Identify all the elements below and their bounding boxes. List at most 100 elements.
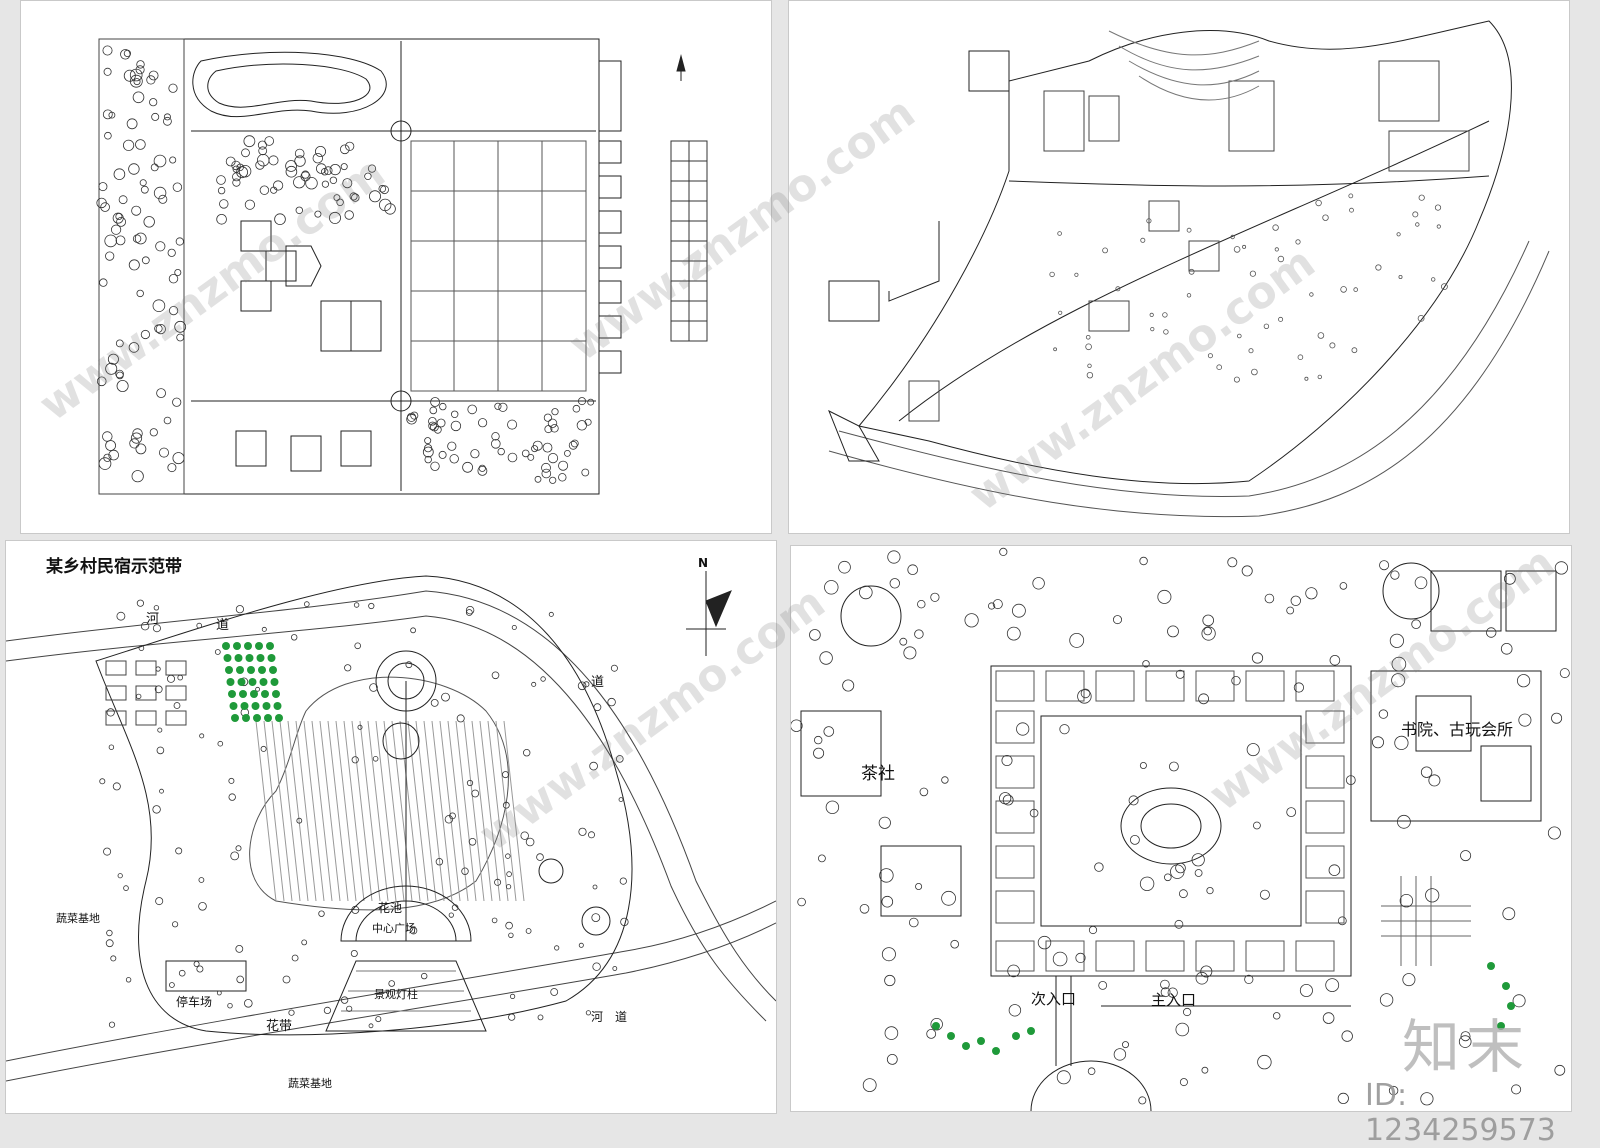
tree-symbol — [107, 353, 119, 365]
house-plot — [1245, 670, 1285, 702]
tree-symbol — [610, 664, 618, 672]
tree-symbol — [1244, 974, 1254, 984]
tree-symbol — [384, 203, 396, 215]
tree-symbol — [1272, 224, 1279, 231]
tree-symbol — [108, 744, 115, 750]
tree-symbol — [177, 674, 184, 681]
tree-symbol — [406, 413, 417, 425]
tree-symbol — [175, 847, 183, 855]
tree-symbol — [131, 205, 142, 216]
green-tree — [222, 642, 230, 650]
tree-symbol — [115, 339, 124, 348]
tree-symbol — [1160, 987, 1171, 998]
green-shrub — [992, 1047, 1000, 1055]
field-hatch-line — [375, 720, 397, 902]
tree-symbol — [291, 954, 299, 962]
tree-symbol — [584, 418, 592, 426]
tree-symbol — [102, 109, 113, 120]
field-hatch-line — [359, 720, 381, 902]
green-tree — [242, 714, 250, 722]
tree-symbol — [494, 402, 502, 410]
tree-symbol — [615, 755, 624, 763]
tree-symbol — [1428, 774, 1441, 787]
tree-symbol — [591, 913, 601, 923]
tree-symbol — [138, 645, 145, 651]
tree-symbol — [235, 845, 242, 852]
tree-symbol — [1139, 556, 1148, 566]
tree-symbol — [134, 232, 147, 245]
field-hatch-line — [303, 720, 325, 902]
tree-symbol — [173, 702, 181, 709]
tree-symbol — [470, 449, 480, 459]
tree-symbol — [351, 193, 360, 202]
green-shrub — [932, 1022, 940, 1030]
tree-symbol — [155, 666, 161, 672]
tree-symbol — [323, 166, 333, 175]
tree-symbol — [1504, 572, 1516, 585]
tree-symbol — [1175, 862, 1186, 874]
tree-symbol — [465, 609, 473, 616]
field-hatch-line — [415, 720, 437, 902]
tree-symbol — [1002, 794, 1014, 806]
tree-symbol — [1001, 754, 1013, 766]
green-tree — [245, 654, 254, 662]
tree-symbol — [619, 877, 627, 885]
tree-symbol — [548, 611, 554, 617]
field-hatch-line — [263, 720, 285, 902]
tree-symbol — [128, 163, 140, 175]
tree-symbol — [321, 180, 329, 188]
tree-symbol — [550, 988, 559, 996]
green-shrub — [1507, 1002, 1515, 1010]
tree-symbol — [547, 418, 558, 429]
tree-symbol — [1274, 247, 1279, 252]
tree-symbol — [156, 746, 165, 755]
tree-symbol — [105, 251, 115, 261]
house-plot — [1195, 940, 1235, 972]
green-shrubs — [932, 962, 1515, 1055]
tree-symbol — [158, 447, 169, 458]
tree-symbol — [881, 947, 896, 962]
tree-symbol — [1502, 907, 1516, 921]
tree-symbol — [300, 171, 311, 182]
forest-strip — [98, 38, 185, 495]
tree-symbol — [168, 83, 178, 93]
tree-symbol — [285, 160, 298, 172]
tree-symbol — [105, 362, 118, 375]
tree-symbol — [350, 949, 358, 957]
house-plot — [1145, 940, 1185, 972]
tree-symbol — [1150, 326, 1155, 332]
green-tree — [240, 702, 249, 710]
tree-symbol — [155, 241, 166, 252]
tree-symbol — [424, 455, 432, 464]
tree-symbol — [1315, 199, 1322, 207]
tree-symbol — [368, 602, 375, 610]
tree-symbol — [1351, 347, 1358, 354]
tree-symbol — [537, 1014, 544, 1021]
tree-symbol — [424, 437, 432, 445]
tree-symbol — [1411, 619, 1421, 629]
plan-b-drawing — [828, 20, 1550, 518]
tree-cluster-a — [96, 45, 595, 484]
tree-symbol — [1460, 1031, 1471, 1042]
house-plot — [995, 710, 1035, 744]
tree-symbol — [268, 155, 279, 166]
tree-symbol — [113, 168, 126, 181]
tree-symbol — [448, 912, 454, 918]
tree-symbol — [1512, 994, 1526, 1008]
tree-symbol — [1391, 656, 1407, 672]
tree-symbol — [819, 651, 833, 665]
tree-symbol — [1353, 287, 1358, 292]
tree-symbol — [1227, 557, 1238, 568]
tree-symbol — [1138, 1096, 1147, 1105]
green-tree — [272, 690, 280, 698]
tree-symbol — [340, 996, 349, 1004]
tree-symbol — [1554, 561, 1569, 575]
tree-symbol — [878, 816, 891, 829]
field-hatch-line — [487, 720, 509, 902]
tree-symbol — [541, 468, 552, 479]
tree-symbol — [132, 428, 143, 439]
tree-symbol — [505, 921, 513, 930]
tree-symbol — [441, 692, 450, 702]
tree-symbol — [1146, 218, 1152, 224]
tree-symbol — [379, 198, 392, 212]
